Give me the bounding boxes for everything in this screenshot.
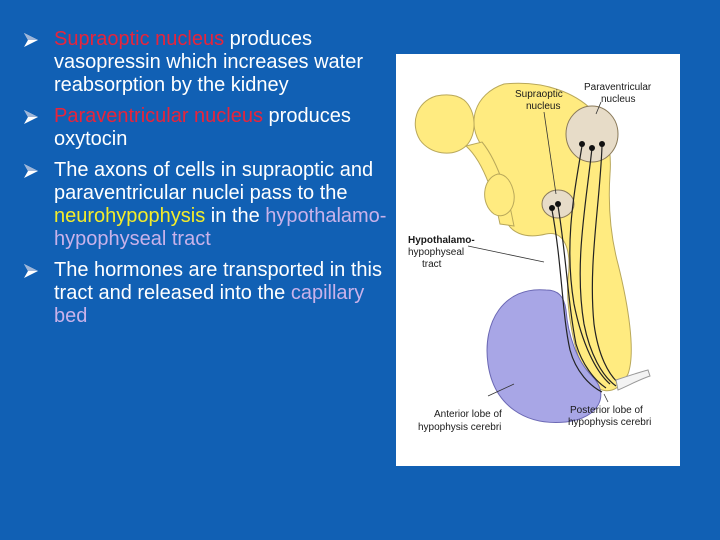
arrow-bullet-icon — [24, 33, 38, 47]
pituitary-diagram: Supraoptic nucleus Paraventricular nucle… — [396, 54, 680, 466]
bullet-supraoptic: Supraoptic nucleus produces vasopressin … — [22, 28, 390, 97]
label-posterior-2: hypophysis cerebri — [568, 417, 651, 428]
anterior-lobe — [486, 289, 602, 423]
label-tract-1: Hypothalamo- — [408, 235, 475, 246]
arrow-bullet-icon — [24, 164, 38, 178]
supraoptic-lobe — [414, 94, 475, 154]
bullet-text: produces vasopressin which increases wat… — [54, 28, 364, 96]
highlight-tract: hypothalamo-hypophyseal tract — [54, 205, 387, 250]
label-paraventricular-1: Paraventricular — [584, 82, 652, 93]
arrow-bullet-icon — [24, 110, 38, 124]
highlight-neurohypophysis: neurohypophysis — [54, 205, 206, 227]
label-supraoptic-1: Supraoptic — [515, 89, 563, 100]
bullet-axons: The axons of cells in supraoptic and par… — [22, 159, 390, 251]
bullet-hormones: The hormones are transported in this tra… — [22, 259, 390, 328]
highlight-capillary-bed: capillary bed — [54, 282, 365, 327]
bullet-paraventricular: Paraventricular nucleus produces oxytoci… — [22, 105, 390, 151]
label-posterior-1: Posterior lobe of — [570, 405, 643, 416]
highlight-paraventricular: Paraventricular nucleus — [54, 105, 263, 127]
label-paraventricular-2: nucleus — [601, 94, 635, 105]
paraventricular-nucleus — [565, 105, 619, 163]
highlight-supraoptic: Supraoptic nucleus — [54, 28, 225, 50]
label-anterior-1: Anterior lobe of — [434, 409, 502, 420]
label-anterior-2: hypophysis cerebri — [418, 422, 501, 433]
nerve-fibers — [551, 145, 623, 393]
pituitary-illustration: Supraoptic nucleus Paraventricular nucle… — [408, 82, 652, 433]
neuron-dots — [549, 141, 605, 211]
posterior-tail — [615, 369, 651, 391]
label-supraoptic-2: nucleus — [526, 101, 560, 112]
bullet-list: Supraoptic nucleus produces vasopressin … — [22, 28, 390, 336]
label-tract-2: hypophyseal — [408, 247, 464, 258]
bullet-text: in the — [205, 205, 266, 227]
bullet-text: The axons of cells in supraoptic and par… — [54, 159, 374, 204]
leader-lines — [467, 101, 609, 403]
label-tract-3: tract — [422, 259, 442, 270]
bullet-text: The hormones are transported in this tra… — [54, 259, 382, 304]
bullet-text: produces oxytocin — [54, 105, 351, 150]
side-lobe — [484, 173, 515, 217]
arrow-bullet-icon — [24, 264, 38, 278]
